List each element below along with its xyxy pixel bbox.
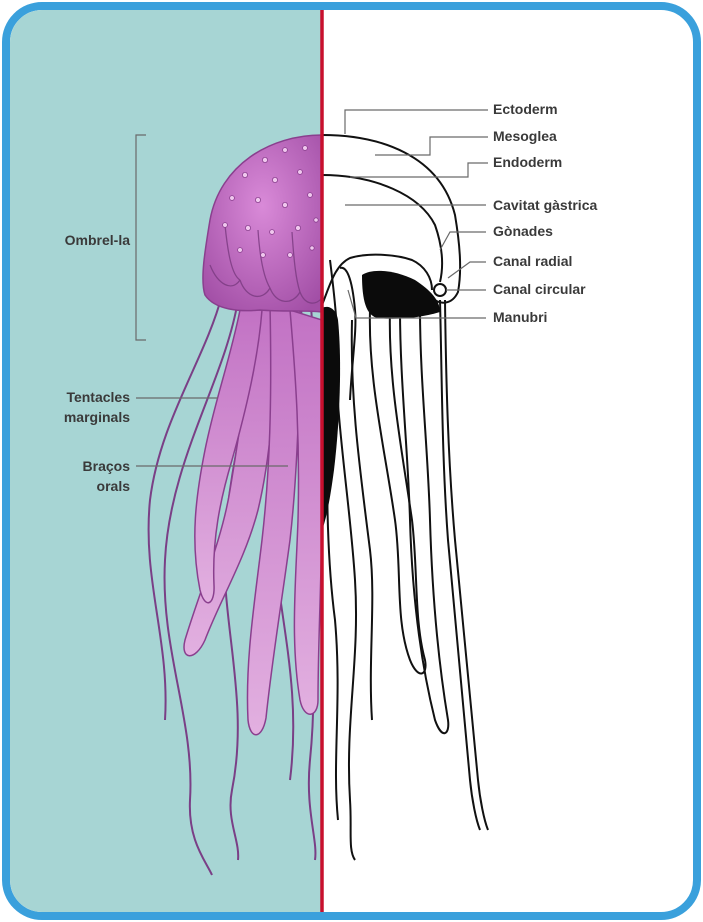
label-arms-line1: Braços bbox=[30, 458, 130, 475]
label-tentacles-line2: marginals bbox=[30, 409, 130, 426]
label-circular-canal: Canal circular bbox=[493, 281, 586, 298]
label-umbrella: Ombrel-la bbox=[30, 232, 130, 249]
label-manubrium: Manubri bbox=[493, 309, 547, 326]
label-mesoglea: Mesoglea bbox=[493, 128, 557, 145]
circular-canal-ring bbox=[434, 284, 446, 296]
label-endoderm: Endoderm bbox=[493, 154, 562, 171]
label-ectoderm: Ectoderm bbox=[493, 101, 558, 118]
label-radial-canal: Canal radial bbox=[493, 253, 572, 270]
label-tentacles-line1: Tentacles bbox=[30, 389, 130, 406]
label-gonads: Gònades bbox=[493, 223, 553, 240]
label-arms-line2: orals bbox=[30, 478, 130, 495]
label-gastric-cavity: Cavitat gàstrica bbox=[493, 197, 597, 214]
